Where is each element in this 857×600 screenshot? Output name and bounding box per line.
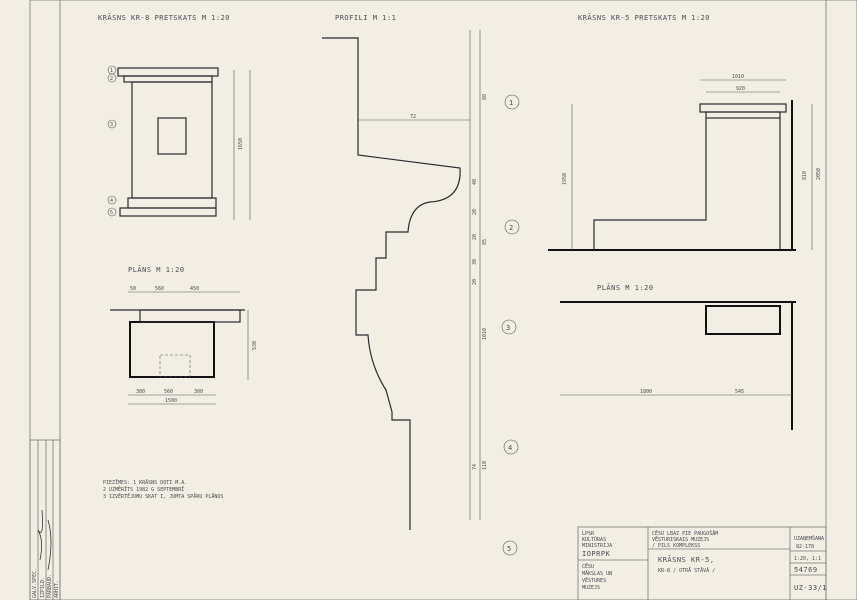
tb-org-code: IOPRPK [582,550,611,558]
kr5-plan: 1800 545 [560,301,796,430]
title-plan-right: PLĀNS M 1:20 [597,283,654,292]
profile-dim: 20 [472,234,478,240]
side-stamp: GALV.SPEC. IZPILD. PĀRBAUD. ARHIT. [29,439,61,600]
profile-marker-4: 4 [508,444,513,452]
tb-org: LPSR [582,531,595,537]
kr8-marker-4: 4 [110,198,113,204]
sheet-frame [29,0,857,600]
profile-marker-5: 5 [507,545,512,553]
tb-client: CĒSU [582,563,594,570]
profile-dim: 40 [472,179,478,185]
kr8-marker-3: 3 [110,122,113,128]
notes: PIEZĪMES: 1 KRĀSNS DOTI M.A. 2 UZMĒRĪTS … [103,479,223,500]
profile-dim: 80 [482,94,488,100]
profile-marker-1: 1 [509,99,514,107]
note-line: PIEZĪMES: 1 KRĀSNS DOTI M.A. [103,479,187,486]
profile-marker-2: 2 [509,224,514,232]
tb-object: CĒSU LBAZ PIE PAUGOŠĀM [652,530,718,537]
plan-left-top-dim: 450 [190,286,199,292]
profile-dim: 85 [482,239,488,245]
kr8-height-dim: 1650 [238,138,244,150]
kr8-marker-2: 2 [110,76,113,82]
kr5-right-dim: 2050 [816,168,822,180]
stamp-role: IZPILD. [40,577,46,598]
profile-dim: 72 [410,114,416,120]
tb-object: / PILS KOMPLEKSS [652,543,700,549]
profile-section: 72 80 40 20 20 85 30 20 1010 110 74 1 2 … [322,30,520,556]
tb-client: VĒSTURES [582,577,606,584]
profile-marker-3: 3 [506,324,511,332]
kr8-marker-1: 1 [110,68,113,74]
kr5-elevation: 1010 920 1950 2050 810 [548,74,822,251]
tb-client: MUZEJS [582,585,600,591]
tb-number: 54769 [794,566,818,574]
profile-dim: 20 [472,279,478,285]
tb-scale: 1:20, 1:1 [794,556,821,562]
kr5-left-dim: 1950 [562,173,568,185]
plan-left-part-dim: 300 [194,389,203,395]
kr5-right2-dim: 810 [802,171,808,180]
plan-left-total-dim: 1500 [165,398,177,404]
stamp-role: ARHIT. [54,580,60,598]
profile-dim: 20 [472,209,478,215]
note-line: 2 UZMĒRĪTS 1982 G SEPTEMBRĪ [103,486,184,493]
tb-year: 82-178 [796,544,814,550]
note-line: 3 IZVĒRTĒJUMU SKAT I, JUMTA SPĀRU PLĀNOS [103,493,223,500]
plan-right-dim: 545 [735,389,744,395]
kr5-top-dim: 1010 [732,74,744,80]
plan-left-top-dim: 560 [155,286,164,292]
profile-dim: 110 [482,461,488,470]
profile-markers: 1 2 3 4 5 [501,94,520,556]
kr8-plan: 50 560 450 300 560 300 1500 530 [110,286,258,405]
title-plan-left: PLĀNS M 1:20 [128,265,185,274]
profile-dim: 1010 [482,328,488,340]
kr5-top2-dim: 920 [736,86,745,92]
title-kr8-view: KRĀSNS KR-8 PRETSKATS M 1:20 [98,13,230,22]
tb-label: UZAŅEMŠANA [794,535,824,542]
title-profile: PROFILI M 1:1 [335,14,396,22]
tb-object: VĒSTURISKAIS MUZEJS [652,536,709,543]
tb-sheet-title: KRĀSNS KR-5, [658,555,715,564]
title-block: LPSR KULTŪRAS MINISTRIJA IOPRPK CĒSU MĀK… [577,526,827,600]
plan-left-top-dim: 50 [130,286,136,292]
tb-org: MINISTRIJA [582,543,612,549]
plan-left-side-dim: 530 [252,341,258,350]
signature [37,509,52,571]
tb-org: KULTŪRAS [582,536,606,543]
stamp-role: PĀRBAUD. [46,574,53,598]
stamp-role: GALV.SPEC. [32,568,38,598]
tb-client: MĀKSLAS UN [582,570,612,577]
plan-right-dim: 1800 [640,389,652,395]
plan-left-part-dim: 560 [164,389,173,395]
tb-sheet-code: UZ-33/1 [794,584,827,592]
title-kr5-view: KRĀSNS KR-5 PRETSKATS M 1:20 [578,13,710,22]
plan-left-part-dim: 300 [136,389,145,395]
profile-dim: 74 [472,464,478,470]
profile-dim: 30 [472,259,478,265]
kr8-marker-5: 5 [110,210,113,216]
kr8-elevation: 1650 1 2 3 4 5 [107,65,251,220]
tb-sheet-subtitle: KR-8 / OTRĀ STĀVĀ / [658,567,715,574]
